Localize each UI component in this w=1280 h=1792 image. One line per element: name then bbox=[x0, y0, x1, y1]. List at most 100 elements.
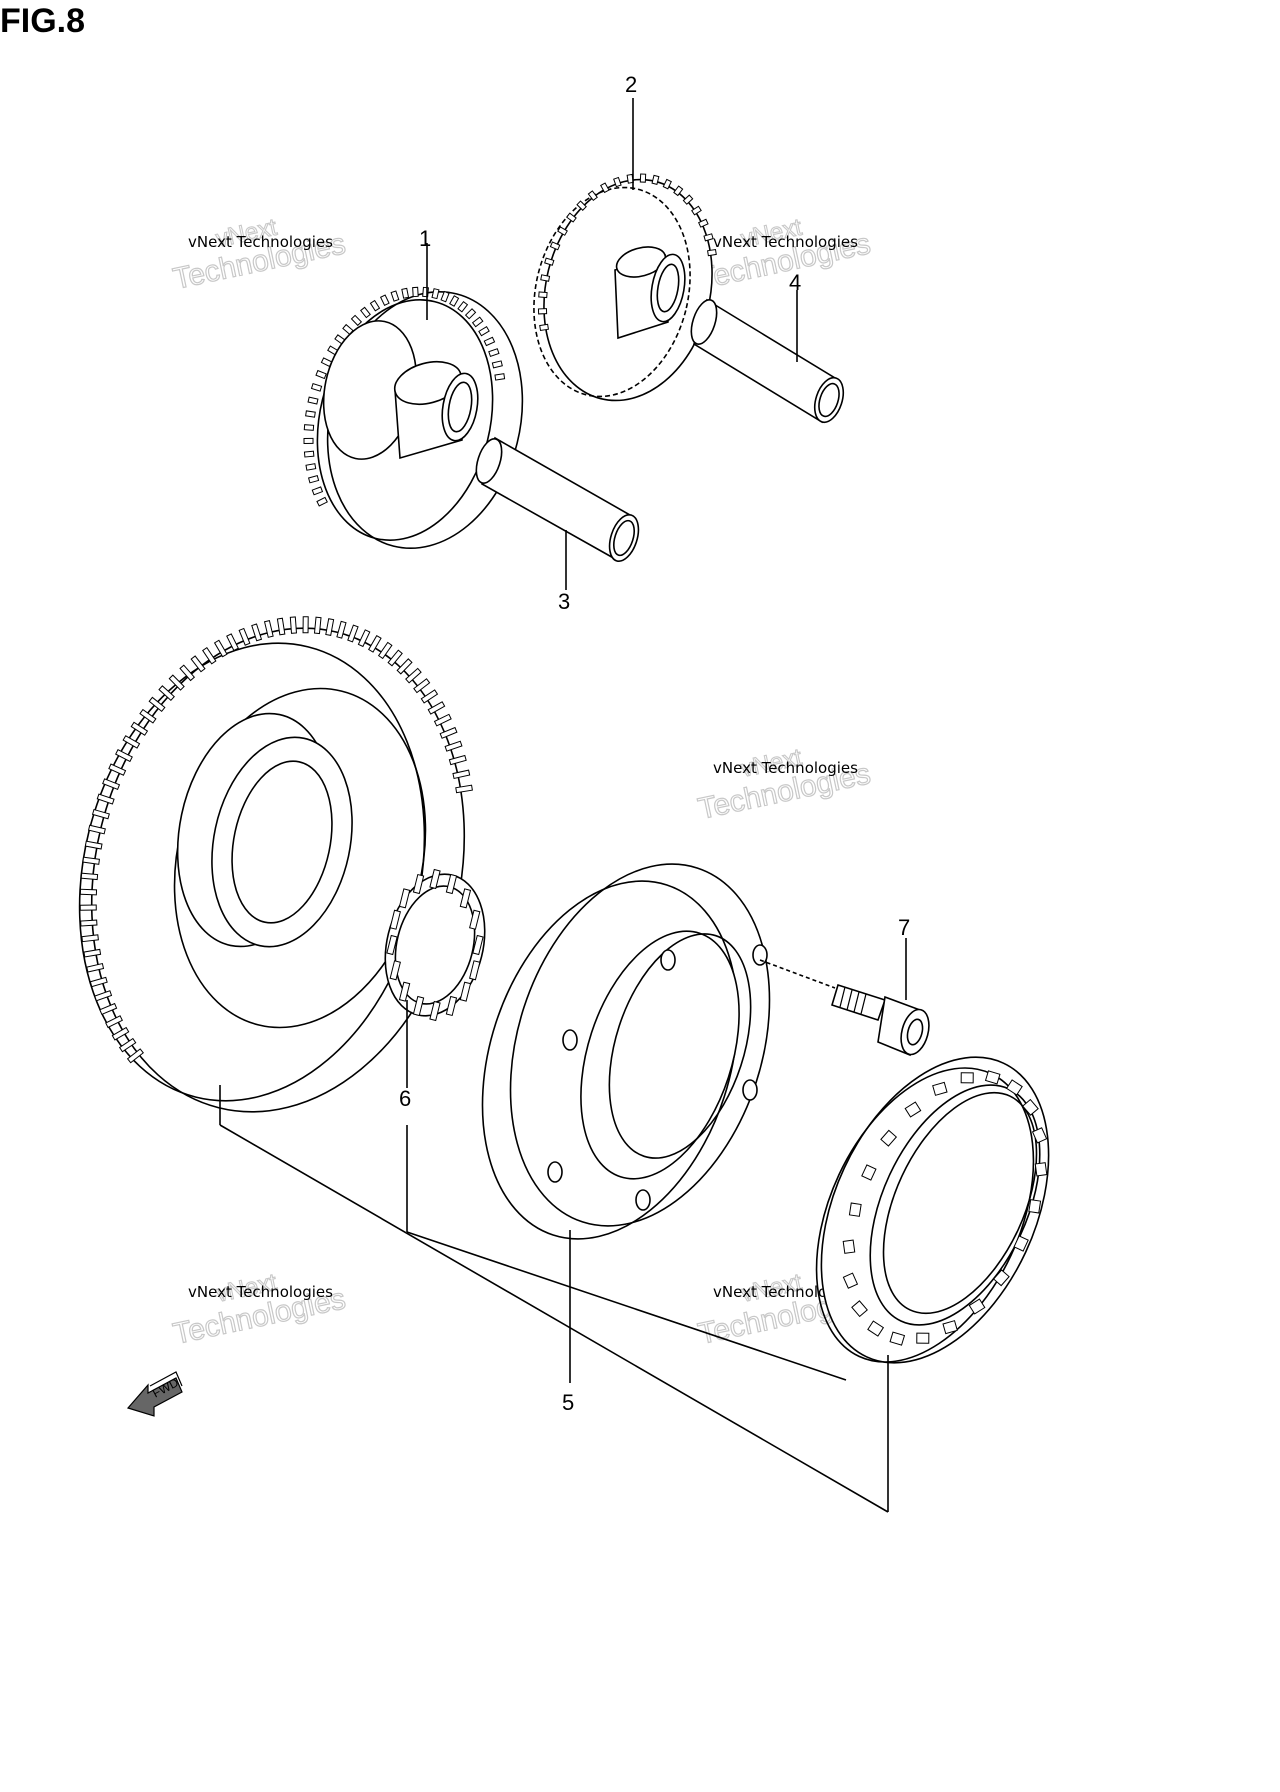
clutch-sprag bbox=[984, 1070, 1001, 1085]
gear-tooth bbox=[305, 410, 316, 418]
part-label-5: 5 bbox=[562, 1390, 574, 1415]
gear-tooth bbox=[86, 962, 105, 973]
bearing-needle bbox=[412, 873, 425, 895]
gear-tooth bbox=[538, 291, 548, 299]
clutch-sprag bbox=[867, 1320, 885, 1337]
gear-tooth bbox=[139, 708, 157, 724]
clutch-sprag bbox=[851, 1300, 868, 1318]
gear-tooth bbox=[455, 784, 473, 794]
part-label-1: 1 bbox=[419, 226, 431, 251]
svg-text:vNext Technologies: vNext Technologies bbox=[188, 1283, 333, 1301]
bearing-needle bbox=[389, 960, 401, 981]
part-label-7: 7 bbox=[898, 915, 910, 940]
watermark-top-right: Technologies vNext vNext Technologies bbox=[695, 213, 874, 296]
gear-tooth bbox=[377, 641, 393, 660]
gear-tooth bbox=[94, 990, 113, 1002]
gear-tooth bbox=[96, 793, 115, 805]
gear-tooth bbox=[190, 655, 206, 673]
watermark-top-left: Technologies vNext vNext Technologies bbox=[170, 213, 349, 296]
clutch-sprag bbox=[1005, 1079, 1023, 1096]
gear-tooth bbox=[238, 627, 251, 646]
part-6-needle-bearing bbox=[384, 868, 486, 1022]
clutch-sprag bbox=[904, 1101, 922, 1118]
part-7-bolt bbox=[759, 959, 930, 1057]
clutch-sprag bbox=[861, 1164, 877, 1181]
gear-tooth bbox=[420, 689, 439, 704]
gear-tooth bbox=[464, 308, 477, 320]
gear-tooth bbox=[79, 888, 98, 896]
bearing-needle bbox=[459, 888, 472, 909]
clutch-sprag bbox=[916, 1332, 930, 1344]
figure-title: FIG.8 bbox=[0, 2, 86, 40]
gear-tooth bbox=[703, 233, 714, 242]
bearing-needle bbox=[412, 995, 425, 1017]
gear-tooth bbox=[651, 174, 660, 185]
part-label-2: 2 bbox=[625, 72, 637, 97]
gear-tooth bbox=[471, 316, 484, 328]
gear-tooth bbox=[413, 678, 431, 694]
gear-tooth bbox=[576, 200, 587, 211]
gear-tooth bbox=[491, 360, 503, 369]
gear-tooth bbox=[347, 624, 359, 643]
bearing-needle bbox=[429, 868, 441, 890]
clutch-sprag bbox=[1031, 1127, 1048, 1144]
gear-tooth bbox=[440, 290, 450, 303]
clutch-sprag bbox=[1022, 1098, 1039, 1116]
gear-tooth bbox=[81, 934, 99, 943]
gear-tooth bbox=[83, 948, 102, 958]
gear-tooth bbox=[303, 437, 314, 444]
gear-tooth bbox=[315, 369, 327, 380]
gear-tooth bbox=[307, 396, 319, 405]
gear-tooth bbox=[566, 212, 577, 223]
clutch-sprag bbox=[1028, 1199, 1042, 1214]
svg-text:vNext Technologies: vNext Technologies bbox=[713, 759, 858, 777]
clutch-sprag bbox=[992, 1269, 1010, 1287]
part-1-gear bbox=[303, 286, 524, 550]
bearing-needle bbox=[469, 960, 481, 981]
gear-tooth bbox=[102, 778, 121, 791]
gear-tooth bbox=[276, 617, 286, 636]
clutch-sprag bbox=[1034, 1162, 1048, 1177]
gear-tooth bbox=[302, 616, 309, 634]
gear-tooth bbox=[682, 194, 694, 205]
gear-tooth bbox=[168, 674, 185, 691]
gear-tooth bbox=[350, 314, 363, 327]
clutch-sprag bbox=[932, 1081, 948, 1096]
gear-tooth bbox=[111, 1026, 130, 1041]
gear-tooth bbox=[91, 808, 110, 820]
gear-tooth bbox=[148, 696, 166, 713]
gear-tooth bbox=[662, 178, 672, 190]
bearing-needle bbox=[459, 981, 472, 1002]
gear-tooth bbox=[390, 290, 400, 302]
gear-tooth bbox=[82, 856, 100, 865]
gear-tooth bbox=[316, 496, 328, 507]
gear-tooth bbox=[639, 173, 647, 183]
gear-tooth bbox=[360, 306, 371, 319]
svg-text:vNext Technologies: vNext Technologies bbox=[188, 233, 333, 251]
clutch-sprag bbox=[1013, 1235, 1029, 1252]
gear-tooth bbox=[80, 919, 98, 927]
gear-tooth bbox=[118, 1037, 137, 1053]
gear-tooth bbox=[539, 323, 549, 332]
watermark-middle-right: Technologies vNext vNext Technologies bbox=[695, 743, 874, 826]
gear-tooth bbox=[444, 740, 463, 752]
bearing-needle bbox=[398, 981, 411, 1002]
gear-tooth bbox=[457, 300, 469, 313]
gear-tooth bbox=[448, 754, 467, 766]
gear-tooth bbox=[89, 976, 108, 988]
bearing-needle bbox=[398, 888, 411, 909]
bearing-needle bbox=[389, 909, 401, 930]
bearing-needle bbox=[429, 1000, 441, 1022]
part-label-6: 6 bbox=[399, 1086, 411, 1111]
clutch-sprag bbox=[968, 1298, 986, 1315]
part-5-one-way-clutch bbox=[815, 1056, 1050, 1364]
gear-tooth bbox=[108, 763, 127, 776]
bearing-needle bbox=[386, 934, 398, 956]
gear-tooth bbox=[537, 308, 548, 315]
bearing-needle bbox=[472, 934, 484, 956]
gear-tooth bbox=[336, 620, 347, 639]
gear-tooth bbox=[549, 241, 561, 251]
gear-tooth bbox=[213, 639, 228, 658]
gear-tooth bbox=[494, 373, 506, 381]
